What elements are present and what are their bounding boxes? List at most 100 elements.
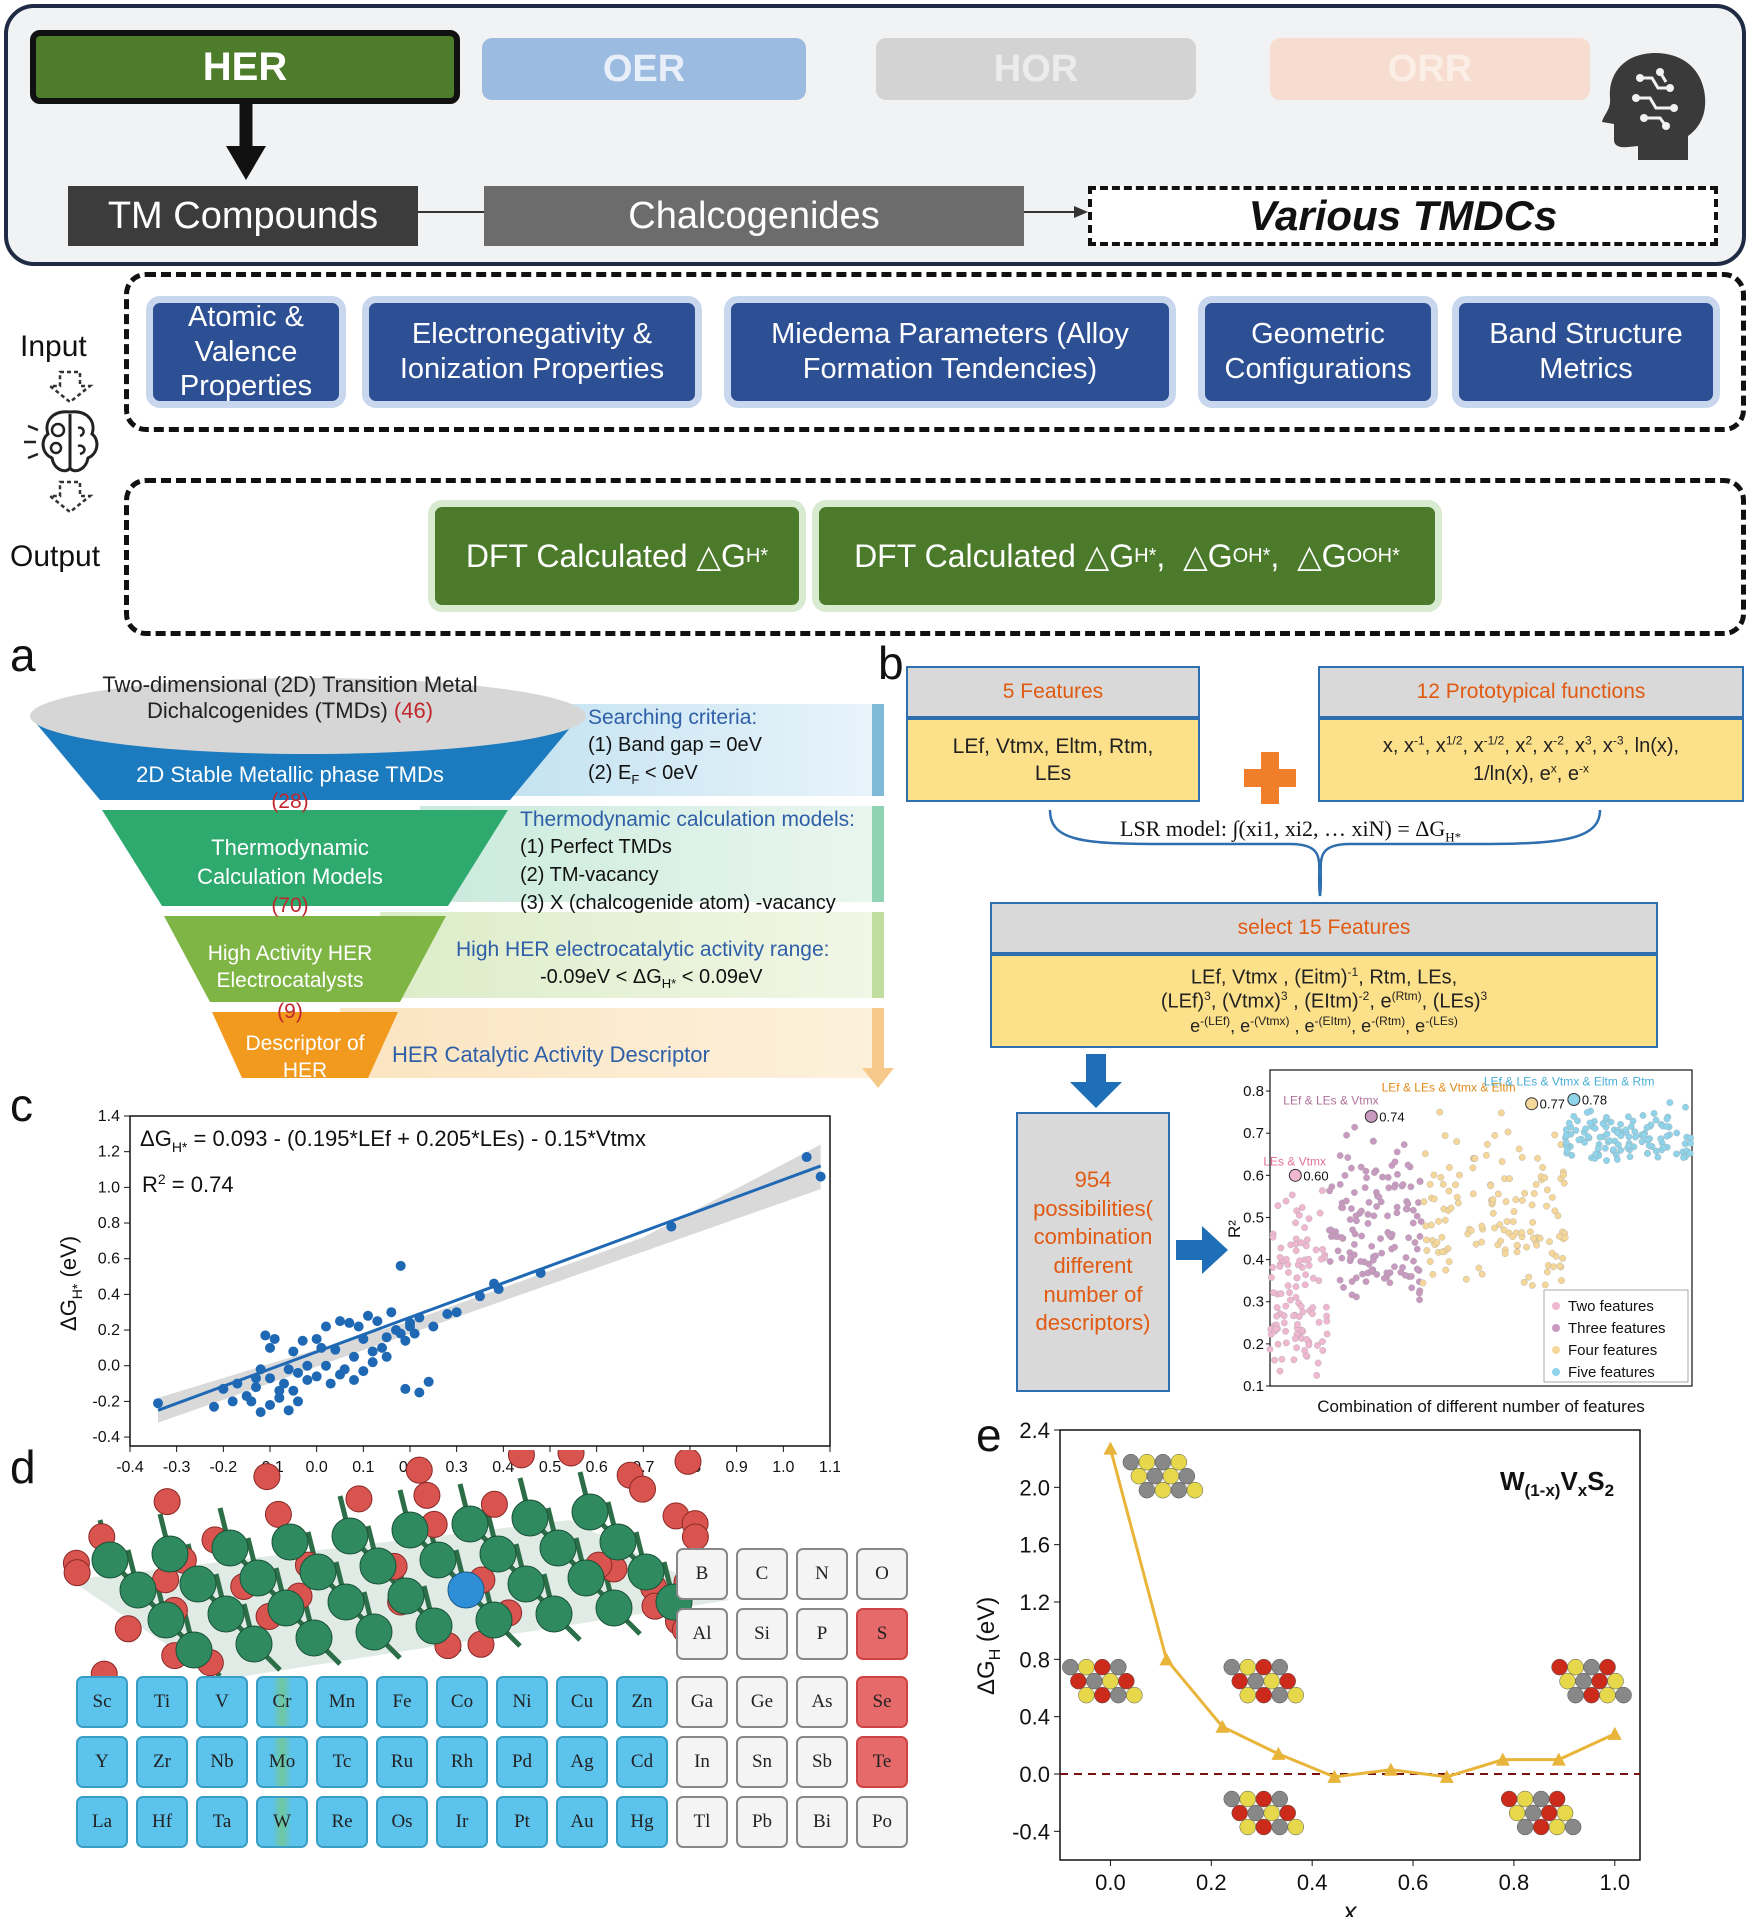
inset-point	[1582, 1125, 1589, 1133]
element-as[interactable]: As	[796, 1676, 848, 1728]
element-pb[interactable]: Pb	[736, 1796, 788, 1848]
structure-atom	[1532, 1790, 1550, 1808]
element-sb[interactable]: Sb	[796, 1736, 848, 1788]
element-v[interactable]: V	[196, 1676, 248, 1728]
select-features-list: LEf, Vtmx , (Eitm)-1, Rtm, LEs, (LEf)3, …	[990, 954, 1658, 1048]
element-pt[interactable]: Pt	[496, 1796, 548, 1848]
element-ga[interactable]: Ga	[676, 1676, 728, 1728]
element-p[interactable]: P	[796, 1608, 848, 1660]
chalcogenides-box: Chalcogenides	[484, 186, 1024, 246]
inset-point	[1394, 1171, 1401, 1178]
metal-atom	[359, 1547, 397, 1585]
dopant-atom	[447, 1571, 485, 1609]
element-pd[interactable]: Pd	[496, 1736, 548, 1788]
data-point	[227, 1396, 238, 1407]
element-mn[interactable]: Mn	[316, 1676, 368, 1728]
element-se[interactable]: Se	[856, 1676, 908, 1728]
element-rh[interactable]: Rh	[436, 1736, 488, 1788]
element-in[interactable]: In	[676, 1736, 728, 1788]
element-hf[interactable]: Hf	[136, 1796, 188, 1848]
element-sc[interactable]: Sc	[76, 1676, 128, 1728]
element-po[interactable]: Po	[856, 1796, 908, 1848]
structure-atom	[1239, 1658, 1256, 1676]
inset-point	[1341, 1172, 1349, 1179]
funnel-tmds-count: (46)	[393, 698, 434, 724]
tab-orr[interactable]: ORR	[1270, 38, 1590, 100]
lsr-equation: LSR model: ∫(xi1, xi2, … xiN) = ΔGH*	[1120, 816, 1462, 845]
structure-atom	[1271, 1686, 1288, 1704]
element-tl[interactable]: Tl	[676, 1796, 728, 1848]
y-tick-label: 1.4	[98, 1108, 120, 1125]
five-features-list: LEf, Vtmx, Eltm, Rtm, LEs	[906, 718, 1200, 802]
element-os[interactable]: Os	[376, 1796, 428, 1848]
element-ru[interactable]: Ru	[376, 1736, 428, 1788]
element-c[interactable]: C	[736, 1548, 788, 1600]
criteria-activity-b: < 0.09eV	[681, 966, 763, 988]
element-au[interactable]: Au	[556, 1796, 608, 1848]
element-cd[interactable]: Cd	[616, 1736, 668, 1788]
inset-point	[1471, 1155, 1479, 1162]
data-point	[260, 1330, 271, 1341]
funnel-tmds-label: Two-dimensional (2D) Transition Metal Di…	[80, 672, 500, 725]
inset-point	[1416, 1178, 1424, 1185]
element-zr[interactable]: Zr	[136, 1736, 188, 1788]
element-la[interactable]: La	[76, 1796, 128, 1848]
tab-her[interactable]: HER	[30, 30, 460, 104]
element-mo[interactable]: Mo	[256, 1736, 308, 1788]
structure-atom	[1255, 1818, 1272, 1836]
element-bi[interactable]: Bi	[796, 1796, 848, 1848]
x-tick-label: 0.0	[306, 1459, 328, 1476]
inset-point	[1489, 1196, 1497, 1203]
element-cu[interactable]: Cu	[556, 1676, 608, 1728]
element-ir[interactable]: Ir	[436, 1796, 488, 1848]
element-al[interactable]: Al	[676, 1608, 728, 1660]
element-sn[interactable]: Sn	[736, 1736, 788, 1788]
inset-point	[1348, 1164, 1355, 1172]
element-ge[interactable]: Ge	[736, 1676, 788, 1728]
element-te[interactable]: Te	[856, 1736, 908, 1788]
e-y-tick-label: -0.4	[1012, 1819, 1050, 1844]
data-point	[395, 1260, 406, 1271]
inset-point	[1419, 1279, 1427, 1287]
inset-point	[1613, 1156, 1621, 1163]
inset-point	[1550, 1263, 1557, 1271]
element-y[interactable]: Y	[76, 1736, 128, 1788]
element-si[interactable]: Si	[736, 1608, 788, 1660]
e-x-axis-label: x	[1342, 1896, 1358, 1917]
element-nb[interactable]: Nb	[196, 1736, 248, 1788]
element-hg[interactable]: Hg	[616, 1796, 668, 1848]
element-fe[interactable]: Fe	[376, 1676, 428, 1728]
element-co[interactable]: Co	[436, 1676, 488, 1728]
element-cr[interactable]: Cr	[256, 1676, 308, 1728]
element-ti[interactable]: Ti	[136, 1676, 188, 1728]
element-ag[interactable]: Ag	[556, 1736, 608, 1788]
inset-legend-frame	[1543, 1289, 1689, 1383]
e-x-tick-label: 0.2	[1196, 1870, 1227, 1895]
tab-hor[interactable]: HOR	[876, 38, 1196, 100]
element-ni[interactable]: Ni	[496, 1676, 548, 1728]
element-s[interactable]: S	[856, 1608, 908, 1660]
element-n[interactable]: N	[796, 1548, 848, 1600]
inset-point	[1660, 1144, 1668, 1151]
element-zn[interactable]: Zn	[616, 1676, 668, 1728]
inset-point	[1563, 1147, 1571, 1155]
inset-point	[1292, 1283, 1300, 1290]
inset-point	[1284, 1261, 1292, 1268]
element-w[interactable]: W	[256, 1796, 308, 1848]
tab-oer[interactable]: OER	[482, 38, 806, 100]
inset-point	[1441, 1216, 1449, 1224]
element-o[interactable]: O	[856, 1548, 908, 1600]
structure-atom	[1263, 1804, 1280, 1822]
element-re[interactable]: Re	[316, 1796, 368, 1848]
inset-point	[1314, 1359, 1322, 1367]
structure-atom	[1583, 1658, 1600, 1676]
inset-point	[1583, 1109, 1591, 1116]
structure-atom	[1279, 1672, 1296, 1690]
inset-point	[1562, 1131, 1570, 1139]
element-ta[interactable]: Ta	[196, 1796, 248, 1848]
inset-highlight-point	[1364, 1109, 1378, 1123]
element-b[interactable]: B	[676, 1548, 728, 1600]
element-tc[interactable]: Tc	[316, 1736, 368, 1788]
panel-e-letter: e	[976, 1409, 1002, 1461]
